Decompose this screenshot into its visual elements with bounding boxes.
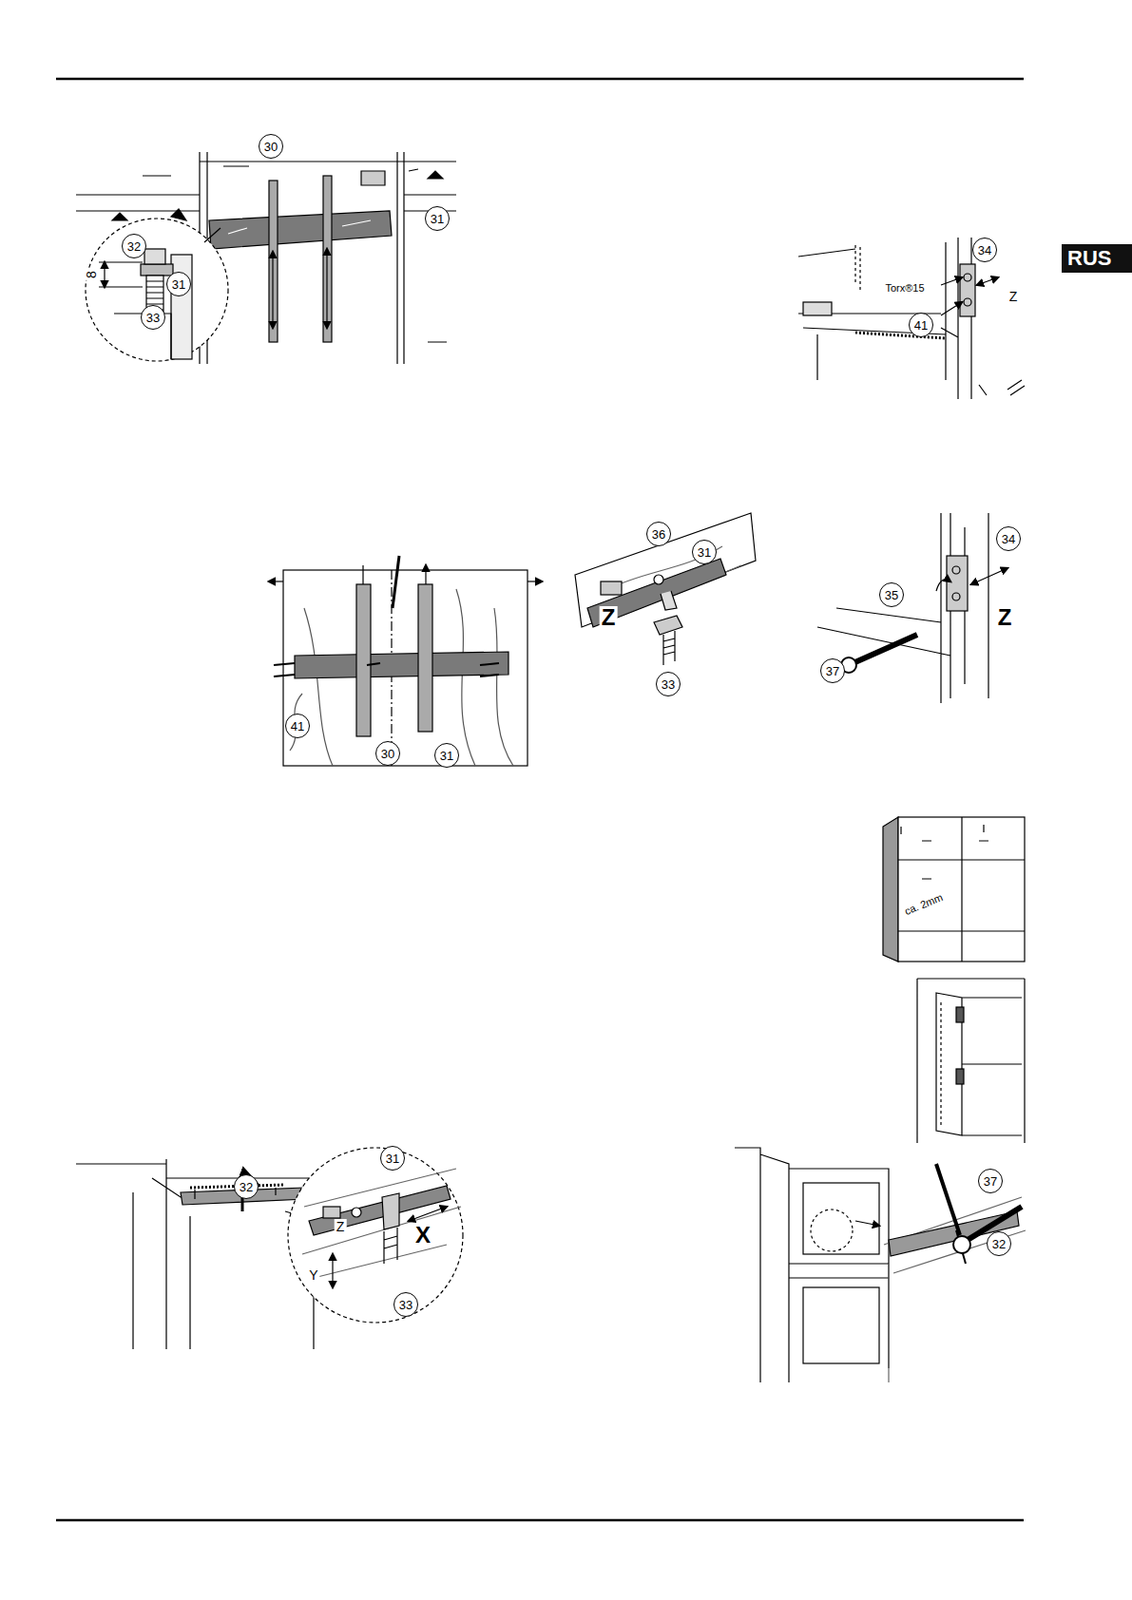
- dimension-label: Y: [306, 1267, 320, 1284]
- callout-number: 31: [380, 1146, 405, 1171]
- callout-number: 32: [986, 1231, 1012, 1257]
- callout-number: 32: [121, 233, 147, 259]
- direction-label: Z: [599, 606, 618, 630]
- callout-number: 34: [972, 237, 998, 263]
- callout-number: 31: [434, 743, 460, 768]
- direction-label: X: [413, 1224, 433, 1248]
- callout-number: 33: [140, 305, 166, 330]
- callout-number: 36: [646, 521, 672, 547]
- callout-number: 32: [233, 1174, 259, 1200]
- callout-number: 41: [285, 713, 310, 739]
- callout-number: 34: [996, 526, 1021, 552]
- callout-number: 31: [424, 206, 450, 231]
- callout-number: 31: [166, 271, 192, 297]
- callout-number: 31: [691, 539, 717, 565]
- direction-label: Z: [996, 606, 1015, 630]
- language-tab: RUS: [1061, 244, 1132, 273]
- note-label: Torx®15: [882, 282, 926, 295]
- callout-number: 33: [393, 1292, 419, 1318]
- callout-number: 30: [375, 741, 401, 767]
- callout-number: 37: [978, 1169, 1003, 1194]
- callout-number: 37: [820, 658, 845, 684]
- callout-number: 41: [908, 312, 934, 338]
- dimension-label: Z: [334, 1219, 347, 1235]
- callout-number: 35: [879, 582, 904, 608]
- callout-number: 30: [258, 134, 284, 159]
- dimension-label: Z: [1007, 288, 1020, 305]
- dimension-label: 8: [83, 268, 99, 281]
- callout-number: 33: [655, 671, 681, 697]
